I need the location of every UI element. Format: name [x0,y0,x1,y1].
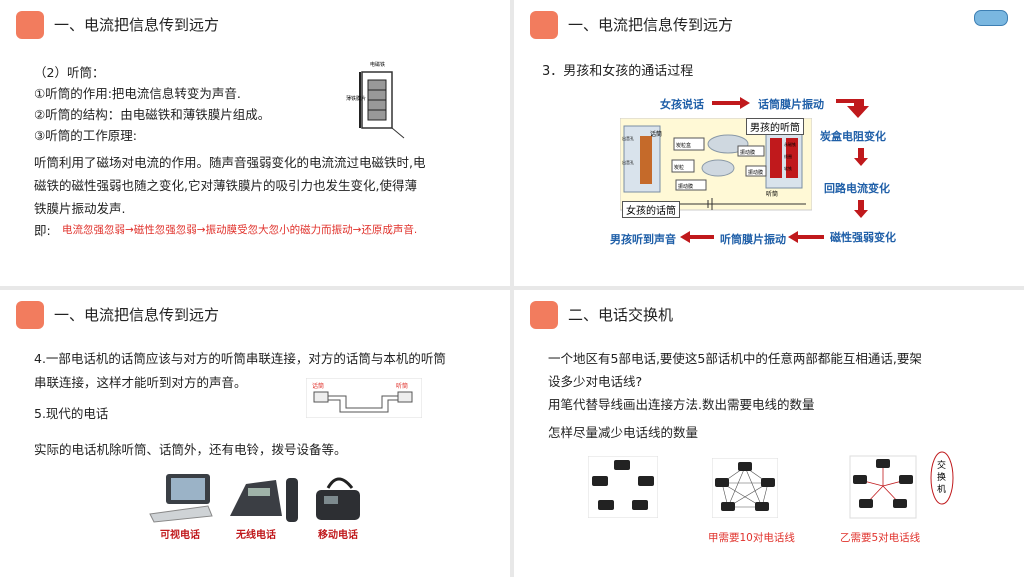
paragraph-line: 串联连接，这样才能听到对方的声音。 [34,375,247,390]
text-line: ①听筒的作用:把电流信息转变为声音. [34,86,241,101]
paragraph-line: 磁铁的磁性强弱也随之变化,它对薄铁膜片的吸引力也发生变化,使得薄 [34,178,417,193]
section-heading: 3．男孩和女孩的通话过程 [542,64,694,79]
section-badge [530,11,558,39]
phone-caption: 移动电话 [318,530,358,541]
panel-title: 一、电流把信息传到远方 [568,16,734,34]
panel-title: 一、电流把信息传到远方 [54,16,220,34]
flow-arrows [680,97,869,243]
paragraph-line: 设多少对电话线? [548,374,643,389]
ji-label: 即: [34,223,51,238]
sound-hole-label: 出音孔 [622,135,634,141]
principle-chain: 电流忽强忽弱→磁性忽强忽弱→振动膜受忽大忽小的磁力而振动→还原成声音. [62,224,418,236]
text-line: ③听筒的工作原理: [34,128,137,143]
flow-girl-speaks: 女孩说话 [660,98,704,111]
text-line: （2）听筒： [34,65,105,80]
carbon-box-label: 炭粒盒 [676,142,691,149]
slide-panel-modern-phone: 一、电流把信息传到远方 4.一部电话机的话筒应该与对方的听筒串联连接，对方的话筒… [0,290,510,577]
paragraph-line: 一个地区有5部电话,要使这5部话机中的任意两部都能互相通话,要架 [548,351,922,366]
cordless-phone-image [230,478,298,522]
caption-ten-pairs: 甲需要10对电话线 [708,532,795,544]
mic-label: 话筒 [650,130,662,138]
receiver-structure-figure: 电磁铁 薄铁膜片 [346,61,405,139]
receiver-label: 听筒 [396,382,408,390]
mobile-phone-image [316,477,360,520]
mic-label: 话筒 [312,382,324,390]
panel-title: 一、电流把信息传到远方 [54,306,220,324]
phone-caption: 可视电话 [160,530,200,541]
magnet-label: 电磁铁 [370,61,385,68]
paragraph-line: 听筒利用了磁场对电流的作用。随声音强弱变化的电流流过电磁铁时,电 [34,155,426,170]
switch-label-char: 机 [937,483,946,495]
magnet-label: 永磁铁 [784,141,796,147]
flow-magnet-change: 磁性强弱变化 [830,231,896,244]
slide-panel-switchboard: 二、电话交换机 一个地区有5部电话,要使这5部话机中的任意两部都能互相通话,要架… [514,290,1024,577]
paragraph-line: 4.一部电话机的话筒应该与对方的听筒串联连接，对方的话筒与本机的听筒 [34,351,446,366]
paragraph-line: 怎样尽量减少电话线的数量 [548,425,699,440]
receiver-label: 听筒 [766,190,778,198]
slide-panel-receiver: 一、电流把信息传到远方 （2）听筒： ①听筒的作用:把电流信息转变为声音. ②听… [0,0,510,286]
phone-description: 实际的电话机除听筒、话筒外，还有电铃，拨号设备等。 [34,442,347,457]
phones-fully-connected-figure [712,458,778,518]
girl-mic-tag: 女孩的话筒 [622,201,680,218]
coil-label: 线圈 [784,153,792,159]
flow-current-change: 回路电流变化 [824,182,890,195]
caption-five-pairs: 乙需要5对电话线 [840,532,921,544]
paragraph-line: 用笔代替导线画出连接方法.数出需要电线的数量 [548,397,815,412]
carbon-label: 炭粒 [674,164,684,171]
video-phone-image [149,474,213,523]
membrane-label: 薄铁膜片 [346,95,366,102]
logo-icon [974,10,1008,26]
boy-receiver-tag: 男孩的听筒 [746,118,804,135]
switch-label-char: 交 [937,459,946,471]
phones-switchboard-figure: 交 换 机 [849,451,954,519]
membrane-label: 振动膜 [748,169,763,176]
soft-iron-label: 软铁 [784,165,792,171]
section-badge [16,11,44,39]
series-circuit-figure: 话筒 听筒 [306,378,422,418]
flow-boy-hears: 男孩听到声音 [610,233,676,246]
phones-unconnected-figure [588,456,658,518]
paragraph-line: 铁膜片振动发声. [34,201,126,216]
switch-label-char: 换 [937,471,946,483]
section-badge [16,301,44,329]
sound-hole-label: 出音孔 [622,159,634,165]
slide-panel-call-process: 一、电流把信息传到远方 3．男孩和女孩的通话过程 女孩说话 话筒膜片振动 炭盒电… [514,0,1024,286]
flow-carbon-change: 炭盒电阻变化 [820,130,886,143]
flow-receiver-vibrate: 听筒膜片振动 [720,233,786,246]
modern-phone-heading: 5.现代的电话 [34,406,109,421]
membrane-label: 振动膜 [740,149,755,156]
phone-caption: 无线电话 [236,530,276,541]
section-badge [530,301,558,329]
text-line: ②听筒的结构：由电磁铁和薄铁膜片组成。 [34,107,271,122]
flow-mic-vibrate: 话筒膜片振动 [758,98,824,111]
panel-title: 二、电话交换机 [568,306,674,324]
membrane-label: 振动膜 [678,183,693,190]
